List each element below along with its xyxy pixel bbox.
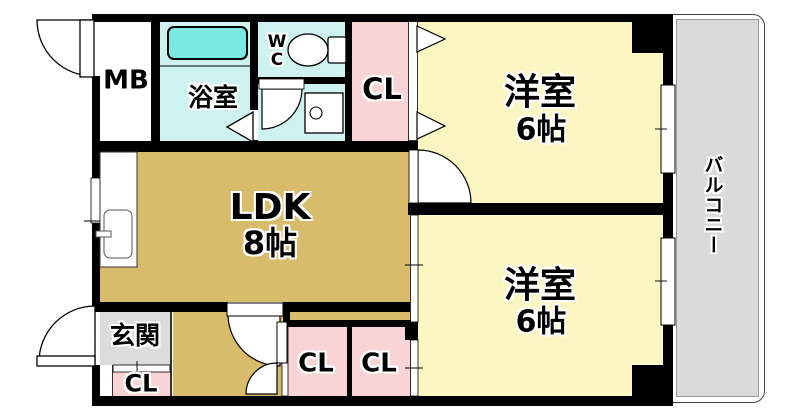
wall <box>347 327 352 396</box>
room-ldk <box>100 152 410 302</box>
room-bathroom <box>160 21 250 141</box>
label-bedroom-bottom-size: 6帖 <box>515 304 567 340</box>
pillar-bottom-right <box>632 365 673 406</box>
room-washroom <box>258 84 345 141</box>
room-closet-top <box>352 21 408 141</box>
wall <box>283 302 290 327</box>
balcony-floor <box>676 19 759 397</box>
wall <box>92 223 100 302</box>
label-closet-top: CL <box>362 71 402 106</box>
wall <box>663 21 673 85</box>
wall <box>408 141 418 150</box>
label-balcony: バルコニー <box>701 155 724 255</box>
entrance-door <box>36 305 96 367</box>
wall <box>283 302 410 312</box>
room-ldk-strip <box>288 312 410 322</box>
wall <box>285 320 418 327</box>
door-leaf <box>36 355 96 367</box>
wall <box>100 141 410 152</box>
room-hallway <box>173 312 287 396</box>
label-wc: W C <box>267 32 287 70</box>
wall <box>258 77 345 84</box>
meter-box-door <box>36 19 95 78</box>
room-closet-hall-right <box>352 327 411 396</box>
wall <box>92 302 228 312</box>
wall <box>92 396 672 406</box>
label-meter-box: MB <box>103 65 149 96</box>
pillar-top-right <box>632 14 673 53</box>
label-entrance-closet: CL <box>124 369 158 398</box>
room-closet-hall-left <box>288 327 347 396</box>
room-meter-box <box>100 21 152 141</box>
label-ldk: LDK <box>229 187 311 229</box>
room-entrance-closet <box>113 372 170 396</box>
entrance-side-nook <box>100 365 113 396</box>
room-entrance <box>100 312 171 365</box>
wall <box>92 14 672 22</box>
wall <box>408 203 663 215</box>
label-bedroom-top: 洋室 <box>503 72 577 114</box>
wall <box>151 21 160 141</box>
wall <box>250 21 258 141</box>
label-closet-hall-right: CL <box>361 348 397 379</box>
entrance-step-line <box>170 312 172 396</box>
label-ldk-size: 8帖 <box>242 224 298 263</box>
wall <box>345 21 352 141</box>
label-bathroom: 浴室 <box>187 82 239 112</box>
door-swing-arc <box>38 305 96 363</box>
label-bedroom-top-size: 6帖 <box>515 112 567 148</box>
wall <box>92 76 100 178</box>
wall <box>663 325 673 396</box>
door-swing-arc <box>36 19 94 77</box>
label-entrance: 玄関 <box>109 320 161 350</box>
label-bedroom-bottom: 洋室 <box>503 265 577 307</box>
wall <box>92 365 100 396</box>
wall <box>663 173 673 238</box>
room-bedroom-bottom <box>417 215 663 396</box>
label-closet-hall-left: CL <box>298 348 334 379</box>
kitchen-window <box>84 177 102 224</box>
door-leaf <box>79 19 95 78</box>
